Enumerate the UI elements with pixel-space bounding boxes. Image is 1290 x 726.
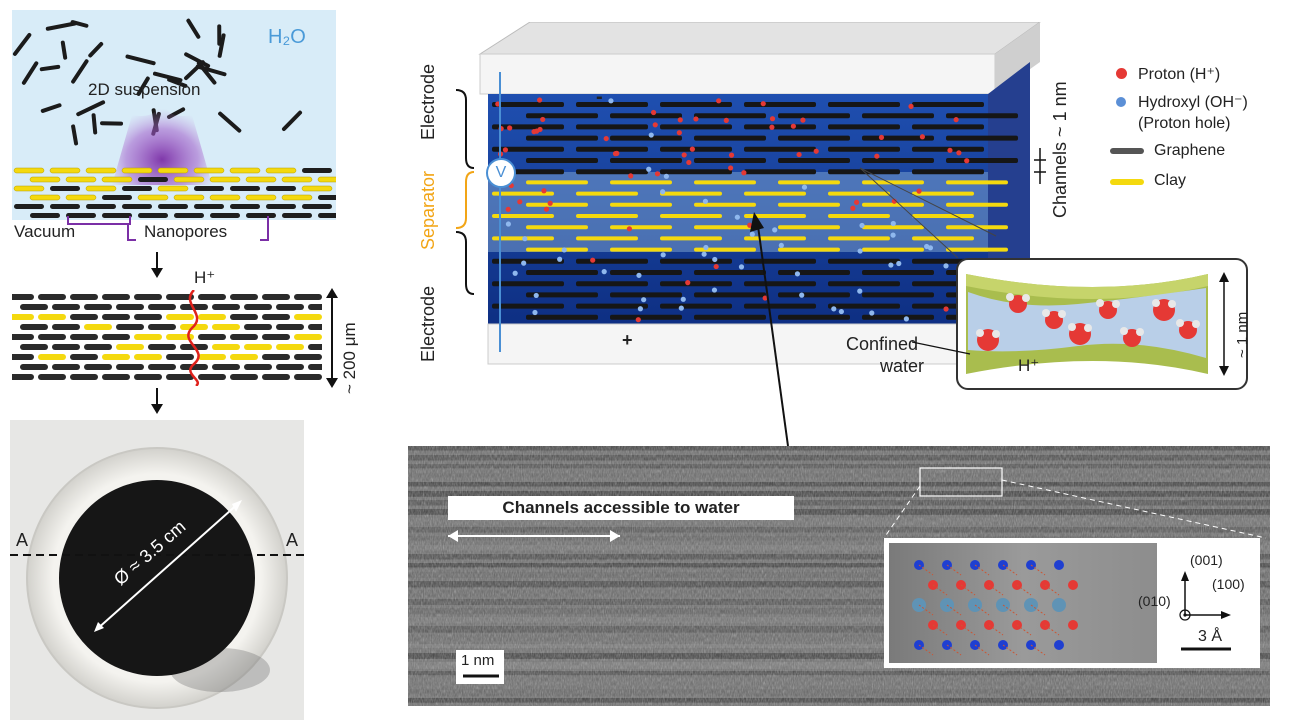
- inset-confined-water: [956, 258, 1248, 390]
- h2o-label: H₂O: [268, 26, 306, 49]
- panel-membrane: [12, 290, 322, 386]
- channels-label: Channels ~ 1 nm: [1050, 81, 1071, 218]
- legend-clay: Clay: [1154, 172, 1186, 190]
- inset-gap-label: ~ 1 nm: [1234, 312, 1251, 358]
- yellow-sheet-icon: [1110, 179, 1144, 185]
- legend: Proton (H⁺) Hydroxyl (OH⁻) (Proton hole)…: [1110, 62, 1285, 202]
- axis-001-label: (001): [1190, 552, 1223, 568]
- membrane-layers: [12, 294, 322, 380]
- channel-gap-icon: [1030, 146, 1050, 186]
- red-sphere-icon: [1116, 68, 1127, 79]
- down-arrow-icon: [147, 250, 167, 280]
- tem-scale-bar: [459, 672, 505, 680]
- legend-proton: Proton (H⁺): [1138, 64, 1220, 84]
- pointer-arrow-icon: [748, 210, 808, 450]
- inset-scale-label: 3 Å: [1198, 628, 1222, 646]
- region-brackets: [452, 88, 476, 298]
- inset-proton-label: H⁺: [1018, 356, 1039, 376]
- membrane-disk: [59, 480, 255, 676]
- suspension-label: 2D suspension: [88, 80, 200, 100]
- legend-graphene: Graphene: [1154, 142, 1225, 160]
- legend-proton-hole: (Proton hole): [1138, 115, 1231, 133]
- water-label: water: [880, 356, 924, 377]
- voltage-icon: V: [486, 158, 516, 188]
- tem-banner-text: Channels accessible to water: [502, 498, 739, 517]
- tem-banner: Channels accessible to water: [448, 496, 794, 520]
- voltage-symbol: V: [496, 164, 507, 181]
- axis-010-label: (010): [1138, 593, 1171, 609]
- membrane-illustration: [12, 290, 322, 386]
- gray-sheet-icon: [1110, 148, 1144, 154]
- confined-label: Confined: [846, 334, 918, 355]
- electrode-bottom-label: Electrode: [418, 286, 439, 362]
- tem-scale-label: 1 nm: [461, 652, 494, 669]
- separator-label: Separator: [418, 171, 439, 250]
- axis-100-label: (100): [1212, 576, 1245, 592]
- down-arrow-icon: [147, 386, 167, 416]
- confined-pointer: [912, 338, 972, 358]
- thickness-arrow-icon: [322, 288, 342, 388]
- thickness-label: ~ 200 μm: [340, 322, 360, 394]
- legend-hydroxyl: Hydroxyl (OH⁻): [1138, 92, 1248, 112]
- plus-sign: +: [622, 330, 633, 351]
- proton-label: H⁺: [194, 268, 215, 288]
- panel-photo: [10, 420, 304, 720]
- nanopore-brackets: [10, 214, 340, 244]
- membrane-photo: [10, 420, 304, 720]
- electrode-top-label: Electrode: [418, 64, 439, 140]
- section-label-right: A: [286, 530, 298, 551]
- section-label-left: A: [16, 530, 28, 551]
- confined-water-illustration: [958, 260, 1246, 388]
- minus-sign: -: [596, 86, 603, 109]
- blue-sphere-icon: [1116, 97, 1126, 107]
